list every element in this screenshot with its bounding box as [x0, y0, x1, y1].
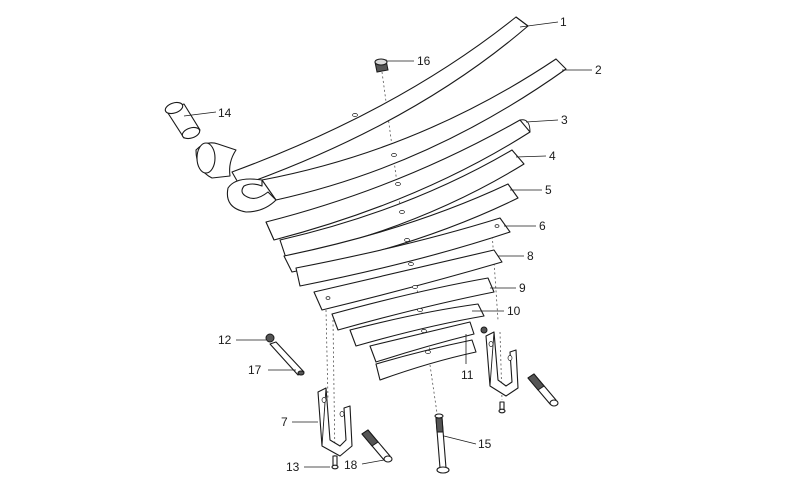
nut-16 [374, 58, 389, 73]
callout-labels: 1 2 3 4 5 6 7 8 9 10 11 12 13 14 15 16 1… [218, 15, 602, 474]
leaf-8 [313, 249, 503, 311]
callout-13: 13 [286, 460, 300, 474]
leader-lines [183, 21, 592, 468]
callout-4: 4 [549, 149, 556, 163]
leaf-6 [295, 217, 511, 287]
callout-10: 10 [507, 304, 521, 318]
callout-7: 7 [281, 415, 288, 429]
callout-5: 5 [545, 183, 552, 197]
leaf-3 [265, 119, 531, 241]
callout-8: 8 [527, 249, 534, 263]
bolt-13 [331, 455, 339, 470]
leaf-2 [226, 58, 567, 213]
leaf-10 [349, 303, 485, 347]
assembly-axes [325, 71, 503, 463]
leaf-11 [369, 321, 477, 381]
callout-16: 16 [417, 54, 431, 68]
callout-11: 11 [461, 368, 474, 382]
callout-2: 2 [595, 63, 602, 77]
callout-3: 3 [561, 113, 568, 127]
shackle-bracket-7 [317, 387, 353, 457]
nut-12 [265, 333, 275, 343]
bolt-18 [361, 429, 393, 463]
callout-15: 15 [478, 437, 492, 451]
callout-14: 14 [218, 106, 232, 120]
shackle-bracket-right [480, 326, 519, 397]
callout-6: 6 [539, 219, 546, 233]
bolt-right-small [498, 401, 506, 414]
bushing-tube-14 [164, 101, 201, 140]
pin-17 [269, 341, 305, 376]
callout-12: 12 [218, 333, 232, 347]
callout-9: 9 [519, 281, 526, 295]
eye-bushing-rear [195, 142, 237, 179]
callout-18: 18 [344, 458, 358, 472]
center-bolt-15 [434, 413, 450, 474]
leaf-9 [331, 277, 495, 331]
callout-1: 1 [560, 15, 567, 29]
center-holes [325, 113, 500, 354]
bolt-right [527, 373, 559, 407]
callout-17: 17 [248, 363, 262, 377]
